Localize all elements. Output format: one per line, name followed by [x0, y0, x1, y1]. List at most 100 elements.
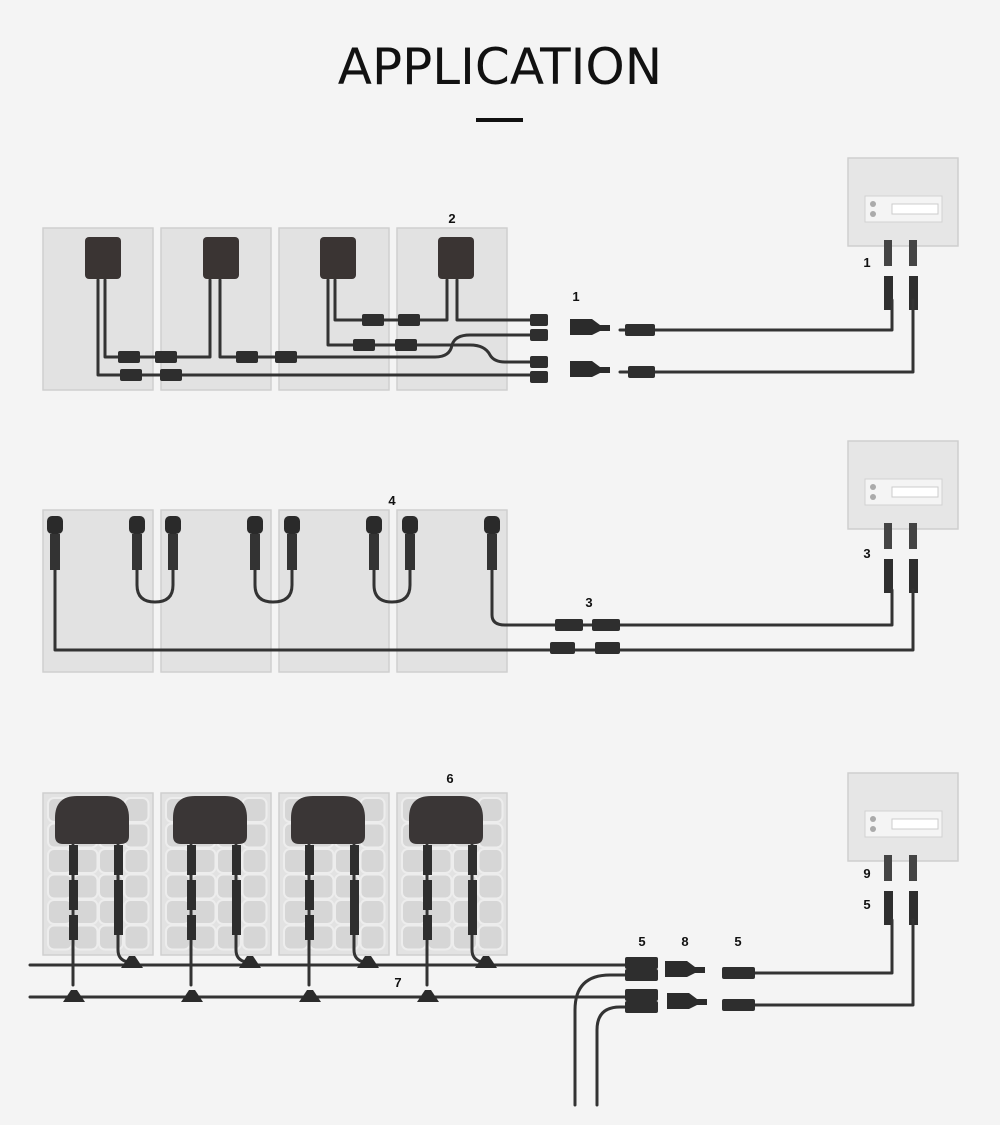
solar-cell — [47, 899, 73, 925]
inverter-connector — [884, 240, 892, 266]
solar-cell — [359, 848, 386, 874]
mc4-connector — [275, 351, 297, 363]
t-branch-connector — [357, 956, 379, 968]
solar-cell — [477, 848, 504, 874]
mc4-connector — [369, 534, 379, 570]
mc4-connector — [423, 845, 432, 875]
mc4-connector — [160, 369, 182, 381]
mc4-connector — [305, 915, 314, 940]
junction-box — [320, 237, 356, 279]
cable — [618, 298, 915, 374]
mc4-connector — [468, 845, 477, 875]
mc4-connector — [423, 915, 432, 940]
mc4-plug — [366, 516, 382, 534]
label-2: 2 — [448, 211, 455, 226]
solar-cell — [241, 924, 268, 951]
mc4-connector — [69, 915, 78, 940]
mc4-connector — [168, 534, 178, 570]
t-branch-connector — [299, 990, 321, 1002]
mc4-connector — [595, 642, 620, 654]
cable — [135, 568, 175, 604]
solar-cell — [283, 899, 309, 925]
solar-cell — [165, 924, 191, 951]
mc4-connector — [909, 891, 918, 925]
mc4-connector — [155, 351, 177, 363]
solar-cell — [123, 873, 150, 900]
mc4-connector — [909, 559, 918, 593]
solar-cell — [241, 848, 268, 874]
mc4-connector — [114, 845, 123, 875]
label-4: 4 — [388, 493, 396, 508]
label-5: 5 — [638, 934, 645, 949]
t-branch-connector — [239, 956, 261, 968]
mc4-connector — [353, 339, 375, 351]
mc4-connector — [625, 989, 658, 1001]
microinverter — [409, 796, 483, 844]
inverter-connector — [884, 523, 892, 549]
mc4-plug — [484, 516, 500, 534]
mc4-connector — [305, 845, 314, 875]
cable — [53, 568, 915, 652]
mc4-connector — [120, 369, 142, 381]
solar-cell — [165, 848, 191, 874]
solar-cell — [401, 873, 427, 900]
mc4-connector — [487, 534, 497, 570]
cable — [573, 973, 632, 1107]
indicator-light — [870, 826, 876, 832]
microinverter — [291, 796, 365, 844]
label-3: 3 — [585, 595, 592, 610]
t-branch-connector — [63, 990, 85, 1002]
mc4-connector — [909, 276, 918, 310]
mc4-connector — [405, 534, 415, 570]
mc4-connector — [884, 559, 893, 593]
mc4-connector — [250, 534, 260, 570]
label-1: 1 — [572, 289, 579, 304]
mc4-connector — [625, 324, 655, 336]
solar-cell — [401, 924, 427, 951]
cable — [372, 568, 412, 604]
solar-cell — [477, 899, 504, 925]
label-5b: 5 — [734, 934, 741, 949]
mc4-plug — [247, 516, 263, 534]
mc4-connector — [232, 910, 241, 935]
solar-cell — [241, 899, 268, 925]
microinverter — [55, 796, 129, 844]
mc4-connector — [350, 880, 359, 910]
mc4-connector — [625, 1001, 658, 1013]
inverter-screen — [891, 818, 939, 830]
mc4-connector — [530, 314, 548, 326]
mc4-connector — [362, 314, 384, 326]
mc4-connector — [884, 891, 893, 925]
solar-cell — [401, 848, 427, 874]
branch-connector — [570, 361, 610, 377]
mc4-connector — [69, 880, 78, 910]
mc4-connector — [550, 642, 575, 654]
mc4-connector — [118, 351, 140, 363]
mc4-connector — [232, 880, 241, 910]
mc4-plug — [165, 516, 181, 534]
title-underline — [476, 118, 523, 122]
label-6: 6 — [446, 771, 453, 786]
solar-cell — [47, 873, 73, 900]
section-junction-box — [42, 157, 959, 391]
mc4-plug — [402, 516, 418, 534]
mc4-connector — [530, 356, 548, 368]
mc4-plug — [47, 516, 63, 534]
mc4-connector — [132, 534, 142, 570]
label-7: 7 — [394, 975, 401, 990]
solar-cell — [401, 899, 427, 925]
page-title: APPLICATION — [338, 38, 662, 96]
mc4-plug — [129, 516, 145, 534]
junction-box — [438, 237, 474, 279]
branch-connector — [570, 319, 610, 335]
mc4-connector — [236, 351, 258, 363]
solar-cell — [283, 848, 309, 874]
solar-cell — [47, 924, 73, 951]
mc4-connector — [114, 910, 123, 935]
t-branch-connector — [181, 990, 203, 1002]
section-microinverters — [28, 772, 959, 1107]
label-9: 9 — [863, 866, 870, 881]
mc4-connector — [625, 957, 658, 969]
cable — [253, 568, 294, 604]
mc4-connector — [625, 969, 658, 981]
